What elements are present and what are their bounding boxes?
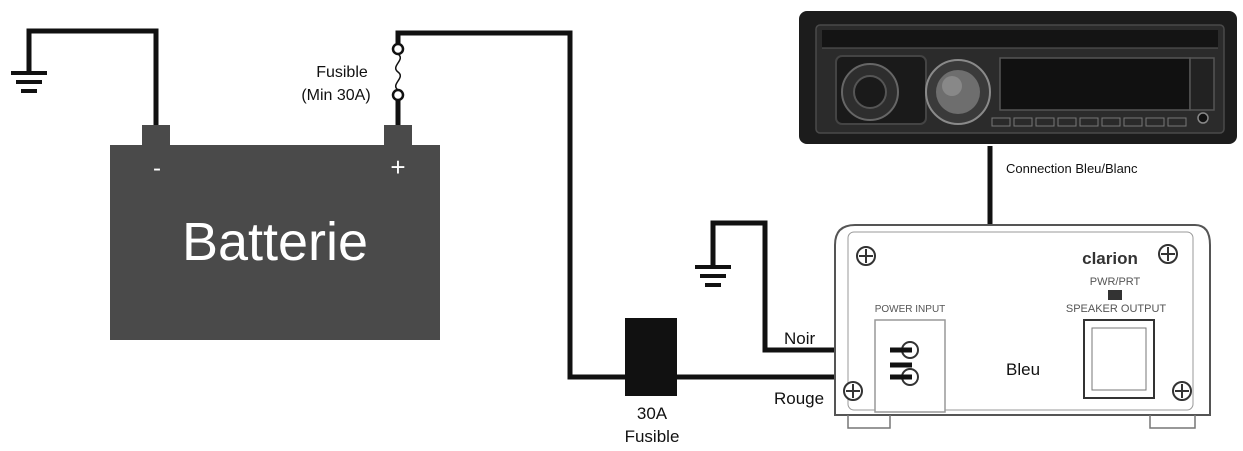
terminal-wire-ends	[890, 347, 912, 380]
battery-label: Batterie	[182, 212, 368, 272]
head-unit-preset-buttons	[991, 117, 1187, 127]
battery: - + Batterie	[110, 125, 440, 340]
main-fuse-label-line1: 30A	[637, 404, 668, 423]
main-fuse	[625, 318, 677, 396]
wire-label-noir: Noir	[784, 329, 816, 348]
positive-main-wire	[395, 30, 625, 380]
screw-icon	[843, 381, 863, 401]
battery-negative-label: -	[153, 155, 161, 182]
main-fuse-label-line2: Fusible	[625, 427, 680, 446]
screw-icon	[856, 246, 876, 266]
head-unit	[799, 11, 1237, 144]
head-unit-connection-label: Connection Bleu/Blanc	[1006, 161, 1138, 176]
ground-icon	[695, 265, 731, 287]
amplifier-pwr-label: PWR/PRT	[1090, 276, 1141, 288]
inline-fuse-label-line1: Fusible	[316, 64, 368, 81]
battery-negative-terminal	[142, 125, 170, 147]
battery-positive-label: +	[390, 152, 405, 182]
wire-label-bleu: Bleu	[1006, 360, 1040, 379]
amplifier-speaker-output-label: SPEAKER OUTPUT	[1066, 303, 1167, 315]
battery-body	[110, 145, 440, 340]
ground-icon	[11, 71, 47, 93]
amp-ground-wire	[710, 220, 905, 353]
wire-label-rouge: Rouge	[774, 389, 824, 408]
amplifier: clarion PWR/PRT SPEAKER OUTPUT POWER INP…	[834, 224, 1211, 429]
amplifier-led	[1108, 290, 1122, 300]
fuse-icon	[391, 42, 405, 102]
amplifier-power-input-label: POWER INPUT	[875, 304, 946, 315]
battery-positive-terminal	[384, 125, 412, 147]
amplifier-brand: clarion	[1082, 249, 1138, 268]
inline-fuse-label-line2: (Min 30A)	[301, 87, 370, 104]
screw-icon	[1158, 244, 1178, 264]
battery-ground-wire	[26, 28, 159, 126]
screw-icon	[1172, 381, 1192, 401]
